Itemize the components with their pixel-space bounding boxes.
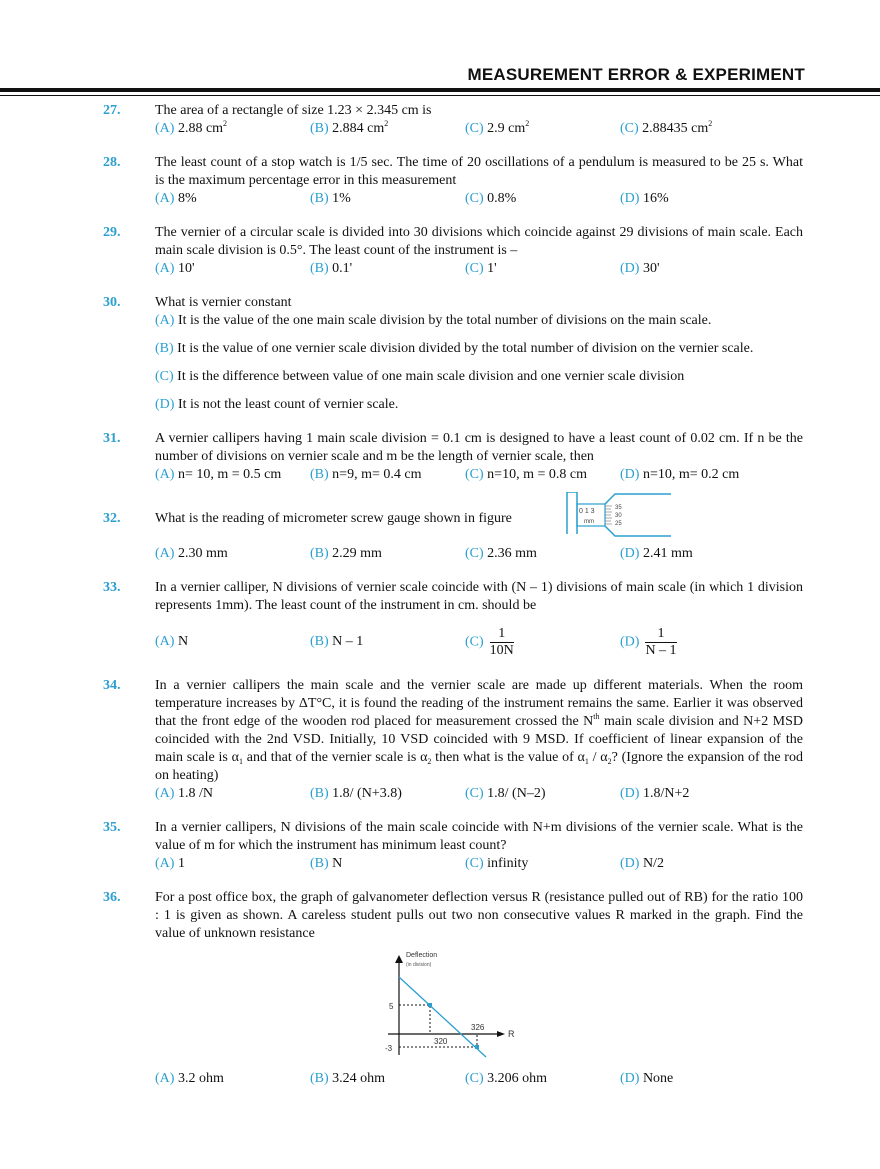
option-d: (D) N/2 [620,856,664,871]
question-list: 27. The area of a rectangle of size 1.23… [103,102,803,1104]
option-c: (C) It is the difference between value o… [155,369,685,384]
question-text: The vernier of a circular scale is divid… [155,225,803,258]
question-text: A vernier callipers having 1 main scale … [155,431,803,464]
question-text: The area of a rectangle of size 1.23 × 2… [155,103,432,118]
option-a: (A) 1 [155,856,185,871]
option-c: (C) 0.8% [465,191,517,206]
option-b: (B) It is the value of one vernier scale… [155,341,754,356]
question-28: 28. The least count of a stop watch is 1… [103,154,803,208]
options: (A) 1.8 /N (B) 1.8/ (N+3.8) (C) 1.8/ (N–… [155,785,803,803]
question-number: 35. [103,820,121,835]
svg-text:-3: -3 [385,1044,393,1053]
question-32: 32. What is the reading of micrometer sc… [103,492,803,563]
option-c: (C) 2.9 cm2 [465,119,530,137]
options: (A) 3.2 ohm (B) 3.24 ohm (C) 3.206 ohm (… [155,1070,803,1088]
option-d: (D) 16% [620,191,669,206]
question-number: 29. [103,225,121,240]
option-c: (C) 2.36 mm [465,546,537,561]
option-d: (C) 2.88435 cm2 [620,119,713,137]
question-number: 31. [103,431,121,446]
option-d: (D) n=10, m= 0.2 cm [620,467,740,482]
question-text: In a vernier callipers, N divisions of t… [155,820,803,853]
option-c: (C) 3.206 ohm [465,1071,548,1086]
option-b: (B) 2.29 mm [310,546,382,561]
option-d: (D) 30' [620,261,660,276]
option-a: (A) 2.88 cm2 [155,119,228,137]
header-rule-thin [0,95,880,96]
option-a: (A) 10' [155,261,195,276]
option-b: (B) 2.884 cm2 [310,119,389,137]
option-d: (D) None [620,1071,674,1086]
question-text: For a post office box, the graph of galv… [155,890,803,941]
svg-text:(in division): (in division) [406,962,432,968]
svg-text:Deflection: Deflection [406,952,437,959]
question-text: In a vernier callipers the main scale an… [155,678,804,783]
option-a: (A) 8% [155,191,197,206]
svg-text:mm: mm [584,519,594,525]
svg-text:25: 25 [615,521,622,527]
option-b: (B) N [310,856,343,871]
option-b: (B) 1% [310,191,351,206]
question-number: 32. [103,511,121,526]
svg-text:0 1 3: 0 1 3 [579,508,595,515]
question-number: 36. [103,890,121,905]
question-33: 33. In a vernier calliper, N divisions o… [103,579,803,661]
svg-text:35: 35 [615,505,622,511]
options: (A) 10' (B) 0.1' (C) 1' (D) 30' [155,260,803,278]
option-a: (A) n= 10, m = 0.5 cm [155,467,282,482]
question-31: 31. A vernier callipers having 1 main sc… [103,430,803,484]
header-rule-thick [0,88,880,92]
chapter-title: MEASUREMENT ERROR & EXPERIMENT [467,65,805,84]
question-29: 29. The vernier of a circular scale is d… [103,224,803,278]
option-d: (D) 2.41 mm [620,546,693,561]
option-c: (C) n=10, m = 0.8 cm [465,467,587,482]
question-number: 34. [103,678,121,693]
question-text: What is the reading of micrometer screw … [155,511,512,526]
question-text: In a vernier calliper, N divisions of ve… [155,580,803,613]
option-a: (A) 1.8 /N [155,786,213,801]
graph-holder: Deflection (in division) 5 -3 320 326 R [360,947,530,1062]
option-c: (C) 1.8/ (N–2) [465,786,546,801]
option-a: (A) It is the value of the one main scal… [155,313,712,328]
option-d: (D) 1.8/N+2 [620,786,690,801]
question-27: 27. The area of a rectangle of size 1.23… [103,102,803,138]
option-b: (B) 0.1' [310,261,353,276]
options: (A) n= 10, m = 0.5 cm (B) n=9, m= 0.4 cm… [155,466,803,484]
question-30: 30. What is vernier constant (A) It is t… [103,294,803,414]
question-34: 34. In a vernier callipers the main scal… [103,677,803,803]
question-text: The least count of a stop watch is 1/5 s… [155,155,803,188]
option-a: (A) N [155,634,189,649]
question-36: 36. For a post office box, the graph of … [103,889,803,1088]
option-b: (B) N – 1 [310,634,364,649]
option-c: (C) 1' [465,261,497,276]
question-number: 30. [103,295,121,310]
svg-text:5: 5 [389,1002,394,1011]
options: (A) 1 (B) N (C) infinity (D) N/2 [155,855,803,873]
question-35: 35. In a vernier callipers, N divisions … [103,819,803,873]
svg-text:326: 326 [471,1023,485,1032]
options: (A) 2.88 cm2 (B) 2.884 cm2 (C) 2.9 cm2 (… [155,120,803,138]
deflection-graph: Deflection (in division) 5 -3 320 326 R [385,952,515,1058]
option-b: (B) n=9, m= 0.4 cm [310,467,422,482]
svg-text:320: 320 [434,1037,448,1046]
micrometer-figure: 0 1 3 mm 35 30 25 [566,492,671,537]
options: (A) 8% (B) 1% (C) 0.8% (D) 16% [155,190,803,208]
option-c: (C) infinity [465,856,529,871]
question-number: 27. [103,103,121,118]
options: (A) 2.30 mm (B) 2.29 mm (C) 2.36 mm (D) … [155,545,803,563]
question-number: 33. [103,580,121,595]
svg-text:R: R [508,1029,515,1039]
question-text: What is vernier constant [155,295,292,310]
option-a: (A) 3.2 ohm [155,1071,224,1086]
option-b: (B) 3.24 ohm [310,1071,386,1086]
svg-text:30: 30 [615,513,622,519]
option-d: (D) It is not the least count of vernier… [155,397,399,412]
option-a: (A) 2.30 mm [155,546,228,561]
option-b: (B) 1.8/ (N+3.8) [310,786,402,801]
question-number: 28. [103,155,121,170]
